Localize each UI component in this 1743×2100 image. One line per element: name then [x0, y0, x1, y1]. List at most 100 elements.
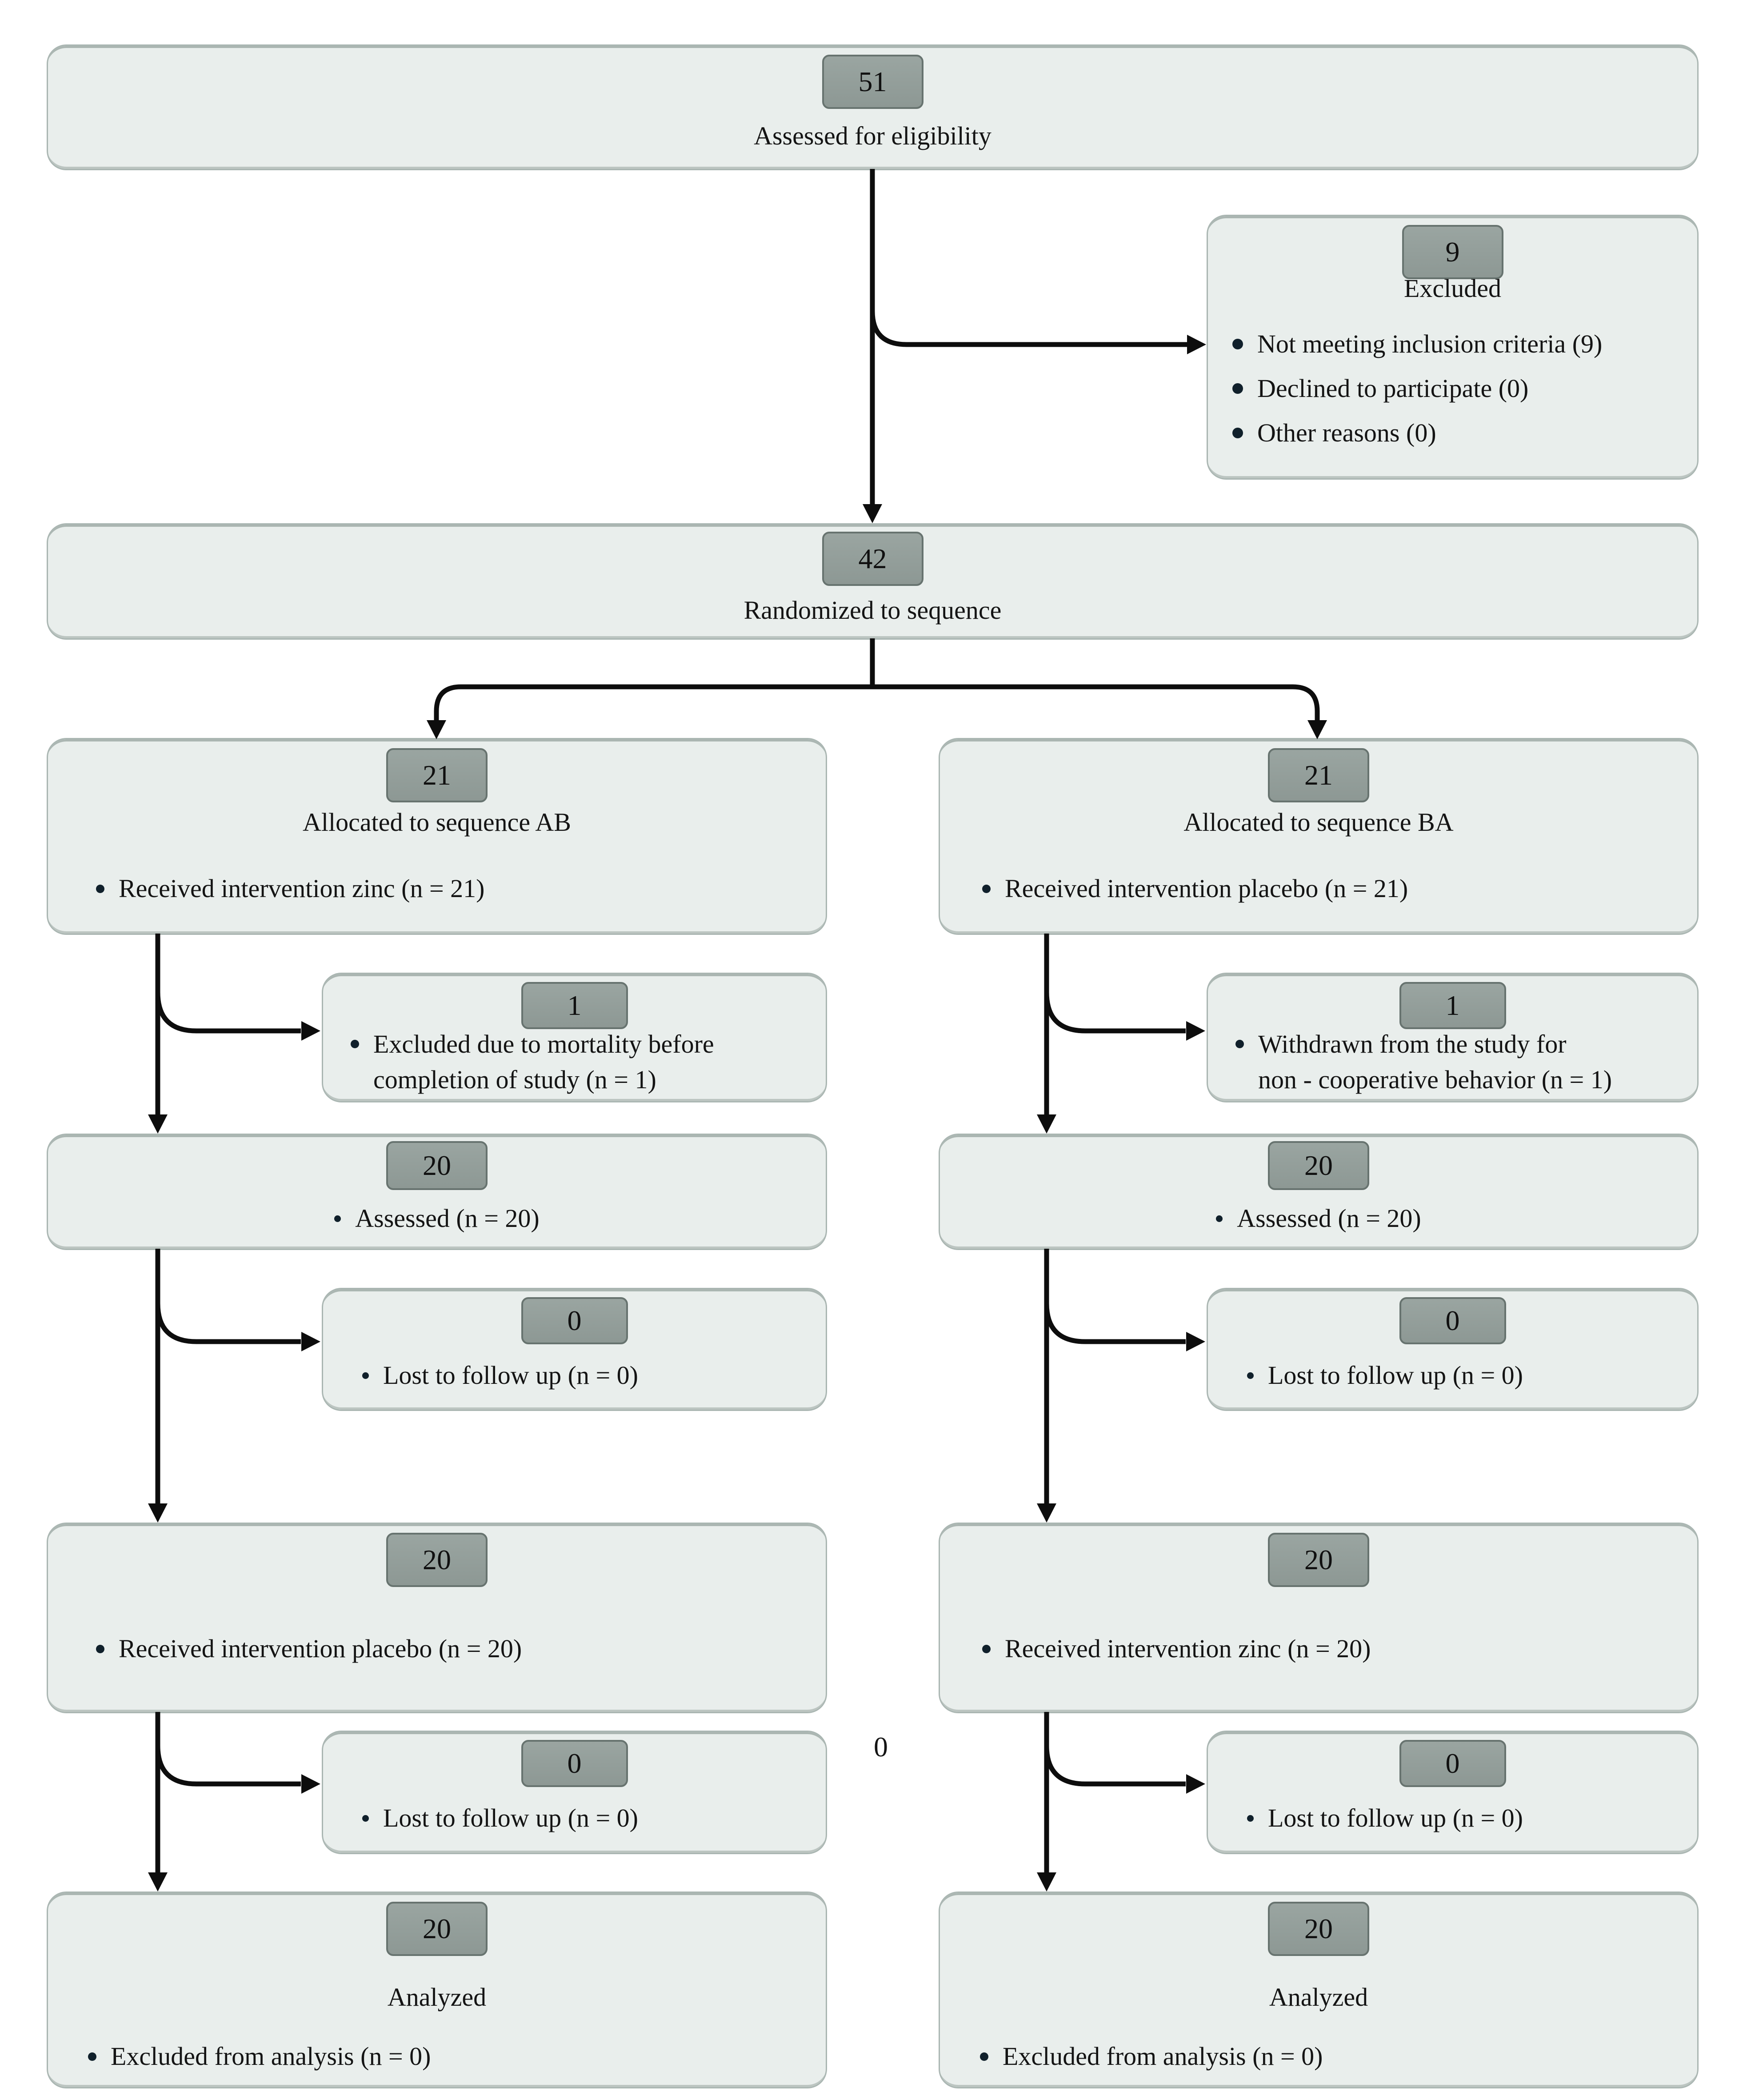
analyzed-right-label: Analyzed: [1269, 1983, 1368, 2012]
arrowhead-down-icon: [1037, 1872, 1056, 1892]
bullet-dot: [982, 884, 991, 893]
bullet-dot: [362, 1372, 369, 1379]
allocated-ab-bullet: Received intervention zinc (n = 21): [96, 873, 484, 905]
lost-followup-2-left-bullet: Lost to follow up (n = 0): [362, 1802, 638, 1834]
lost-followup-1-right-count-badge: 0: [1399, 1297, 1506, 1344]
lost-followup-1-left-bullet-text: Lost to follow up (n = 0): [383, 1361, 638, 1390]
connector-line: [1044, 1745, 1186, 1787]
bullet-dot: [96, 1644, 104, 1653]
bullet-dot: [1216, 1215, 1223, 1222]
allocated-ab-bullet-text: Received intervention zinc (n = 21): [119, 874, 485, 903]
allocated-ba-bullet: Received intervention placebo (n = 21): [982, 873, 1408, 905]
bullet-dot: [982, 1644, 991, 1653]
arrowhead-down-icon: [148, 1503, 168, 1523]
lost-followup-2-right-bullet: Lost to follow up (n = 0): [1247, 1802, 1523, 1834]
withdrawn-line-1: Withdrawn from the study for: [1258, 1030, 1567, 1058]
arrowhead-right-icon: [1186, 1021, 1205, 1041]
randomized-box: 42 Randomized to sequence: [47, 523, 1699, 640]
excluded-bullet-2: Declined to participate (0): [1232, 373, 1528, 405]
arrowhead-down-icon: [148, 1872, 168, 1892]
received-left-count-badge: 20: [386, 1533, 488, 1587]
allocated-ba-box: 21 Allocated to sequence BA Received int…: [939, 738, 1699, 935]
bullet-dot: [1232, 383, 1243, 394]
arrowhead-right-icon: [301, 1774, 320, 1794]
randomized-count-badge: 42: [822, 532, 923, 586]
stray-zero-label: 0: [874, 1731, 888, 1763]
assessed-right-count-badge: 20: [1268, 1141, 1369, 1190]
mortality-bullet-text: Excluded due to mortality before complet…: [373, 1026, 714, 1098]
mortality-exclusion-box: 1 Excluded due to mortality before compl…: [322, 973, 827, 1102]
bullet-dot: [362, 1815, 369, 1822]
bullet-dot: [1247, 1815, 1254, 1822]
withdrawn-bullet-text: Withdrawn from the study for non - coope…: [1258, 1026, 1612, 1098]
eligibility-count-badge: 51: [822, 55, 923, 109]
lost-followup-1-left-bullet: Lost to follow up (n = 0): [362, 1359, 638, 1391]
assessed-right-bullet: Assessed (n = 20): [940, 1202, 1697, 1234]
lost-followup-1-left-count-badge: 0: [521, 1297, 628, 1344]
assessed-left-bullet: Assessed (n = 20): [48, 1202, 826, 1234]
received-left-box: 20 Received intervention placebo (n = 20…: [47, 1523, 827, 1713]
assessed-left-box: 20 Assessed (n = 20): [47, 1134, 827, 1250]
analyzed-right-bullet-text: Excluded from analysis (n = 0): [1003, 2042, 1323, 2071]
excluded-bullet-1-text: Not meeting inclusion criteria (9): [1257, 329, 1603, 358]
connector-line: [870, 311, 1187, 347]
bullet-dot: [1235, 1040, 1244, 1048]
connector-line: [1044, 992, 1186, 1034]
bullet-dot: [1232, 428, 1243, 438]
assessed-left-bullet-text: Assessed (n = 20): [355, 1204, 540, 1233]
mortality-line-2: completion of study (n = 1): [373, 1065, 656, 1094]
connector-line: [155, 992, 301, 1034]
arrowhead-down-icon: [427, 720, 446, 739]
arrowhead-down-icon: [863, 504, 882, 523]
analyzed-left-count-badge: 20: [386, 1902, 488, 1956]
eligibility-label: Assessed for eligibility: [754, 121, 991, 150]
arrowhead-right-icon: [301, 1021, 320, 1041]
arrowhead-down-icon: [1307, 720, 1327, 739]
connector-line: [1044, 1303, 1186, 1344]
withdrawn-box: 1 Withdrawn from the study for non - coo…: [1207, 973, 1699, 1102]
analyzed-right-count-badge: 20: [1268, 1902, 1369, 1956]
bullet-dot: [1232, 339, 1243, 349]
received-right-bullet-text: Received intervention zinc (n = 20): [1005, 1634, 1371, 1663]
lost-followup-2-right-box: 0 Lost to follow up (n = 0): [1207, 1731, 1699, 1854]
withdrawn-bullet: Withdrawn from the study for non - coope…: [1235, 1026, 1612, 1098]
eligibility-box: 51 Assessed for eligibility: [47, 44, 1699, 170]
connector-line: [155, 1303, 301, 1344]
bullet-dot: [88, 2052, 96, 2061]
assessed-right-box: 20 Assessed (n = 20): [939, 1134, 1699, 1250]
withdrawn-count-badge: 1: [1399, 982, 1506, 1029]
bullet-dot: [96, 884, 104, 893]
withdrawn-line-2: non - cooperative behavior (n = 1): [1258, 1065, 1612, 1094]
bullet-dot: [1247, 1372, 1254, 1379]
excluded-box: 9 Excluded Not meeting inclusion criteri…: [1207, 215, 1699, 480]
randomized-label: Randomized to sequence: [744, 596, 1002, 625]
excluded-label: Excluded: [1403, 274, 1502, 303]
bullet-dot: [980, 2052, 988, 2061]
analyzed-right-bullet: Excluded from analysis (n = 0): [980, 2040, 1323, 2072]
excluded-bullet-2-text: Declined to participate (0): [1257, 374, 1529, 403]
mortality-bullet: Excluded due to mortality before complet…: [351, 1026, 714, 1098]
arrowhead-right-icon: [1186, 1332, 1205, 1351]
received-right-count-badge: 20: [1268, 1533, 1369, 1587]
received-right-box: 20 Received intervention zinc (n = 20): [939, 1523, 1699, 1713]
bullet-dot: [334, 1215, 341, 1222]
lost-followup-1-left-box: 0 Lost to follow up (n = 0): [322, 1288, 827, 1411]
bullet-dot: [351, 1040, 359, 1048]
allocated-ba-label: Allocated to sequence BA: [1183, 808, 1454, 837]
connector-line: [434, 684, 1320, 721]
lost-followup-2-left-box: 0 Lost to follow up (n = 0): [322, 1731, 827, 1854]
arrowhead-down-icon: [1037, 1114, 1056, 1134]
arrowhead-right-icon: [1186, 1774, 1205, 1794]
arrowhead-down-icon: [1037, 1503, 1056, 1523]
excluded-bullet-1: Not meeting inclusion criteria (9): [1232, 328, 1602, 360]
arrowhead-right-icon: [301, 1332, 320, 1351]
connector-line: [155, 1745, 301, 1787]
lost-followup-2-right-bullet-text: Lost to follow up (n = 0): [1268, 1803, 1523, 1832]
assessed-right-bullet-text: Assessed (n = 20): [1237, 1204, 1421, 1233]
analyzed-left-label: Analyzed: [387, 1983, 487, 2012]
arrowhead-right-icon: [1187, 335, 1206, 354]
arrowhead-down-icon: [148, 1114, 168, 1134]
excluded-bullet-3: Other reasons (0): [1232, 417, 1436, 449]
analyzed-left-box: 20 Analyzed Excluded from analysis (n = …: [47, 1892, 827, 2088]
allocated-ab-count-badge: 21: [386, 748, 488, 802]
